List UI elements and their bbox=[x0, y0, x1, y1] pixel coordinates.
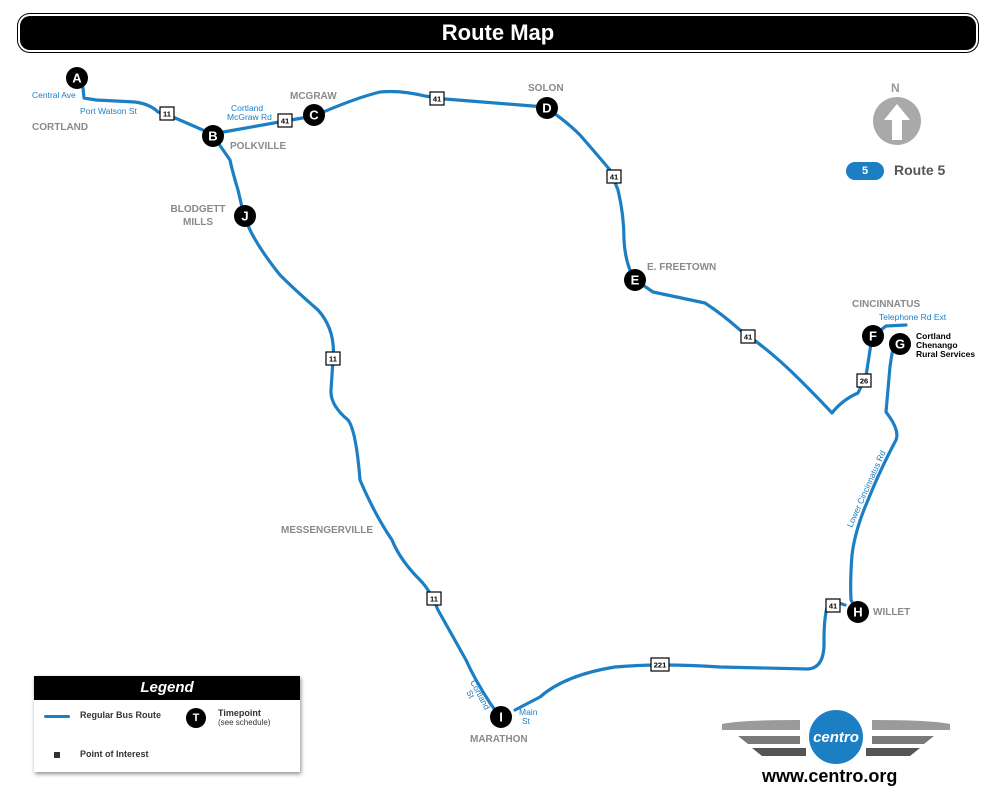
street-label-mcgraw-rd: McGraw Rd bbox=[227, 112, 272, 122]
town-label-messengerville: MESSENGERVILLE bbox=[281, 525, 373, 536]
street-label-lower-cincinnatus: Lower Cincinnatus Rd bbox=[845, 449, 888, 529]
street-label-central-ave: Central Ave bbox=[32, 90, 76, 100]
poi-label-line1: Cortland bbox=[916, 331, 951, 341]
poi-label-line3: Rural Services bbox=[916, 349, 975, 359]
svg-text:G: G bbox=[895, 337, 905, 352]
town-label-blodgett: BLODGETT bbox=[171, 204, 226, 215]
svg-text:A: A bbox=[72, 71, 82, 86]
svg-text:I: I bbox=[499, 710, 503, 725]
route-41-shield: 41 bbox=[429, 91, 445, 106]
legend-box: Legend Regular Bus Route T Timepoint (se… bbox=[34, 676, 300, 772]
route-41-shield: 41 bbox=[277, 113, 293, 128]
timepoint-j[interactable]: J bbox=[234, 205, 256, 227]
title-bar: Route Map bbox=[20, 16, 976, 50]
timepoint-i[interactable]: I bbox=[490, 706, 512, 728]
timepoint-g[interactable]: G bbox=[889, 333, 911, 355]
legend-poi-icon bbox=[54, 752, 60, 758]
north-label: N bbox=[891, 81, 900, 95]
timepoint-a[interactable]: A bbox=[66, 67, 88, 89]
timepoint-f[interactable]: F bbox=[862, 325, 884, 347]
town-label-willet: WILLET bbox=[873, 607, 910, 618]
timepoint-e[interactable]: E bbox=[624, 269, 646, 291]
svg-text:26: 26 bbox=[860, 377, 868, 386]
route-11-shield: 11 bbox=[159, 106, 175, 121]
timepoint-b[interactable]: B bbox=[202, 125, 224, 147]
route-line bbox=[81, 86, 908, 719]
svg-text:41: 41 bbox=[281, 117, 289, 126]
svg-text:41: 41 bbox=[829, 602, 837, 611]
legend-timepoint-label: Timepoint bbox=[218, 708, 261, 718]
street-label-cortland-mcgraw: Cortland bbox=[231, 103, 263, 113]
legend-timepoint-note: (see schedule) bbox=[218, 718, 271, 727]
svg-text:E: E bbox=[631, 273, 640, 288]
town-label-marathon: MARATHON bbox=[470, 734, 528, 745]
svg-text:11: 11 bbox=[430, 595, 438, 604]
legend-title: Legend bbox=[34, 676, 300, 700]
street-label-port-watson: Port Watson St bbox=[80, 106, 137, 116]
town-label-cincinnatus: CINCINNATUS bbox=[852, 299, 920, 310]
route-11-shield: 11 bbox=[325, 351, 341, 366]
svg-text:D: D bbox=[542, 101, 551, 116]
website-link[interactable]: www.centro.org bbox=[762, 766, 898, 786]
svg-text:H: H bbox=[853, 605, 862, 620]
town-label-cortland: CORTLAND bbox=[32, 122, 88, 133]
route-221-shield: 221 bbox=[650, 657, 670, 672]
town-label-solon: SOLON bbox=[528, 83, 564, 94]
town-label-e-freetown: E. FREETOWN bbox=[647, 262, 716, 273]
svg-text:F: F bbox=[869, 329, 877, 344]
svg-text:41: 41 bbox=[433, 95, 441, 104]
north-arrow-icon bbox=[873, 97, 921, 145]
svg-text:C: C bbox=[309, 108, 319, 123]
street-label-main: Main bbox=[519, 707, 538, 717]
svg-text:41: 41 bbox=[610, 173, 618, 182]
svg-text:41: 41 bbox=[744, 333, 752, 342]
centro-logo: centro bbox=[722, 710, 950, 764]
route-11-shield: 11 bbox=[426, 591, 442, 606]
svg-text:11: 11 bbox=[329, 355, 337, 364]
timepoint-d[interactable]: D bbox=[536, 97, 558, 119]
legend-route-label: Regular Bus Route bbox=[80, 710, 162, 720]
route-41-shield: 41 bbox=[740, 329, 756, 344]
route-41-shield: 41 bbox=[825, 598, 841, 613]
svg-text:centro: centro bbox=[813, 729, 859, 746]
legend-route-line-icon bbox=[44, 715, 70, 718]
route-41-shield: 41 bbox=[606, 169, 622, 184]
svg-text:B: B bbox=[208, 129, 217, 144]
route-name-label: Route 5 bbox=[894, 162, 946, 178]
legend-poi-label: Point of Interest bbox=[80, 749, 149, 759]
street-label-telephone-rd: Telephone Rd Ext bbox=[879, 312, 947, 322]
poi-label-line2: Chenango bbox=[916, 340, 958, 350]
town-label-mcgraw: MCGRAW bbox=[290, 91, 337, 102]
svg-text:J: J bbox=[241, 209, 248, 224]
street-label-st: St bbox=[522, 716, 531, 726]
legend-timepoint-icon: T bbox=[186, 708, 206, 728]
svg-text:11: 11 bbox=[163, 110, 171, 119]
town-label-mills: MILLS bbox=[183, 217, 213, 228]
route-26-shield: 26 bbox=[856, 373, 872, 388]
route-number-badge: 5 bbox=[846, 162, 884, 180]
timepoint-h[interactable]: H bbox=[847, 601, 869, 623]
svg-text:221: 221 bbox=[654, 661, 667, 670]
page-title: Route Map bbox=[441, 20, 555, 45]
timepoint-c[interactable]: C bbox=[303, 104, 325, 126]
town-label-polkville: POLKVILLE bbox=[230, 141, 286, 152]
